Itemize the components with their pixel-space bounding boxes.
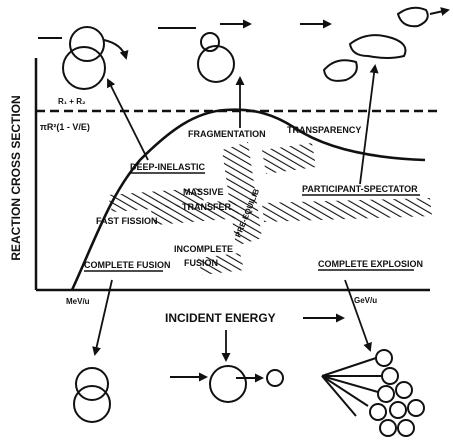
label-complete-explosion: COMPLETE EXPLOSION (318, 259, 423, 269)
deep-inelastic-sketch (38, 27, 126, 89)
label-transfer: TRANSFER (182, 202, 231, 212)
label-complete-fusion: COMPLETE FUSION (84, 260, 171, 270)
label-fast-fission: FAST FISSION (96, 216, 158, 226)
explosion-band (262, 198, 432, 222)
label-transparency: TRANSPARENCY (287, 125, 361, 135)
complete-explosion-sketch (322, 350, 424, 436)
formula-radius-sum: R₁ + R₂ (58, 97, 86, 106)
formula-geometric: πR²(1 - V/E) (40, 122, 90, 132)
fragmentation-sketch (158, 24, 250, 82)
fragmentation-band (262, 143, 316, 174)
label-massive: MASSIVE (183, 187, 224, 197)
label-deep-inelastic: DEEP-INELASTIC (130, 162, 206, 172)
x-tick-gev: GeV/u (354, 296, 377, 305)
incomplete-fusion-sketch (170, 366, 283, 402)
complete-fusion-sketch (74, 368, 110, 422)
label-participant-spectator: PARTICIPANT-SPECTATOR (302, 184, 418, 194)
y-axis-label: REACTION CROSS SECTION (9, 95, 23, 260)
pointer-deep-inelastic (108, 80, 148, 160)
x-axis-label: INCIDENT ENERGY (165, 311, 276, 325)
pointer-participant (360, 66, 375, 184)
label-incomplete: INCOMPLETE (174, 244, 233, 254)
label-fragmentation: FRAGMENTATION (188, 129, 266, 139)
label-fusion: FUSION (184, 258, 218, 268)
x-tick-mev: MeV/u (66, 297, 90, 306)
